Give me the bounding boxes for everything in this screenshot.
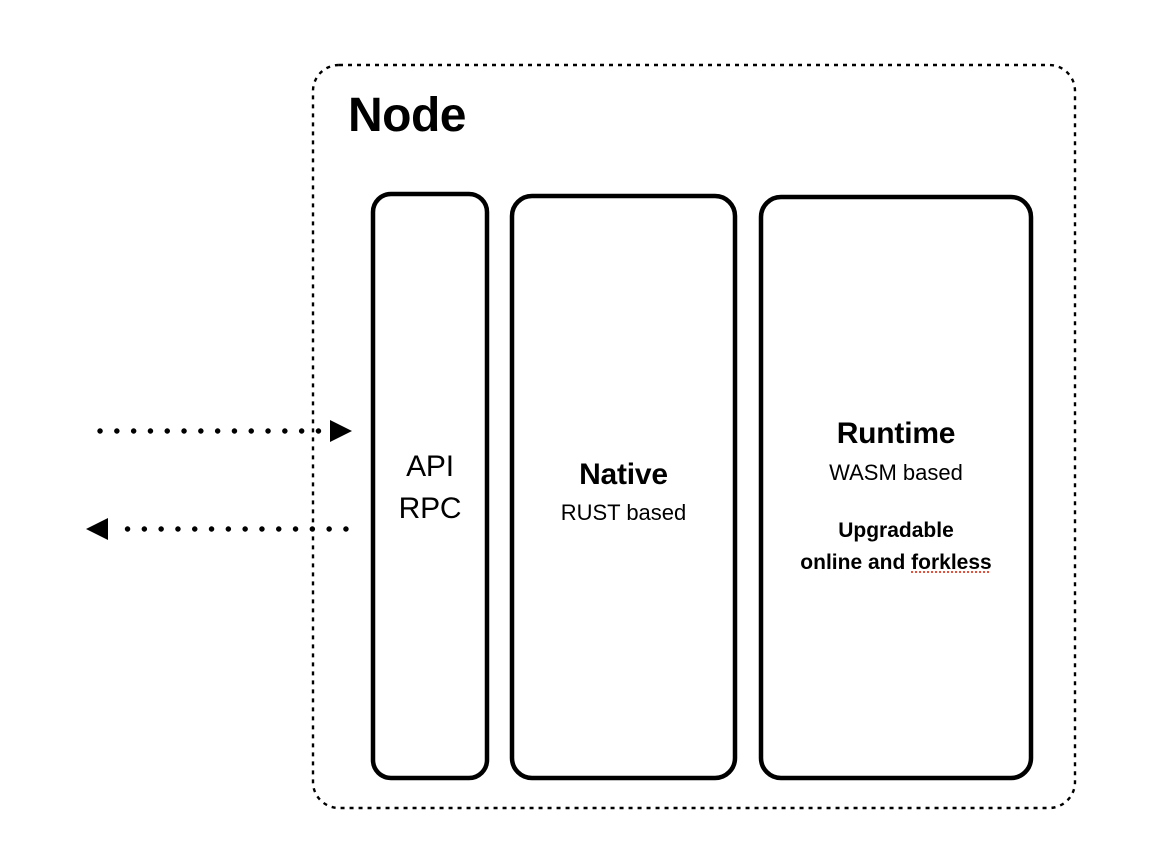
- api-rpc-label-group: API RPC: [373, 450, 487, 526]
- outbound-response-arrow: [86, 518, 349, 540]
- native-label-group: Native RUST based: [512, 458, 735, 526]
- page-title: Node: [348, 89, 467, 142]
- inbound-request-arrow: [97, 420, 352, 442]
- runtime-note-line1: Upgradable: [838, 519, 954, 542]
- runtime-note-line2-prefix: online and: [800, 551, 912, 574]
- runtime-label-group: Runtime WASM based Upgradable online and…: [761, 417, 1031, 575]
- native-block[interactable]: [509, 193, 738, 781]
- native-heading: Native: [579, 458, 668, 491]
- api-rpc-line2: RPC: [398, 492, 462, 525]
- native-subtitle: RUST based: [560, 500, 687, 525]
- runtime-heading: Runtime: [836, 417, 956, 450]
- api-rpc-line1: API: [406, 450, 454, 483]
- api-rpc-block[interactable]: [370, 191, 490, 781]
- arrow-right-icon: [330, 420, 352, 442]
- runtime-note-line2: online and forkless: [761, 551, 1031, 575]
- arrow-left-icon: [86, 518, 108, 540]
- runtime-block[interactable]: [758, 194, 1034, 781]
- runtime-note-misspelled-word: forkless: [911, 551, 992, 574]
- runtime-subtitle: WASM based: [829, 460, 963, 485]
